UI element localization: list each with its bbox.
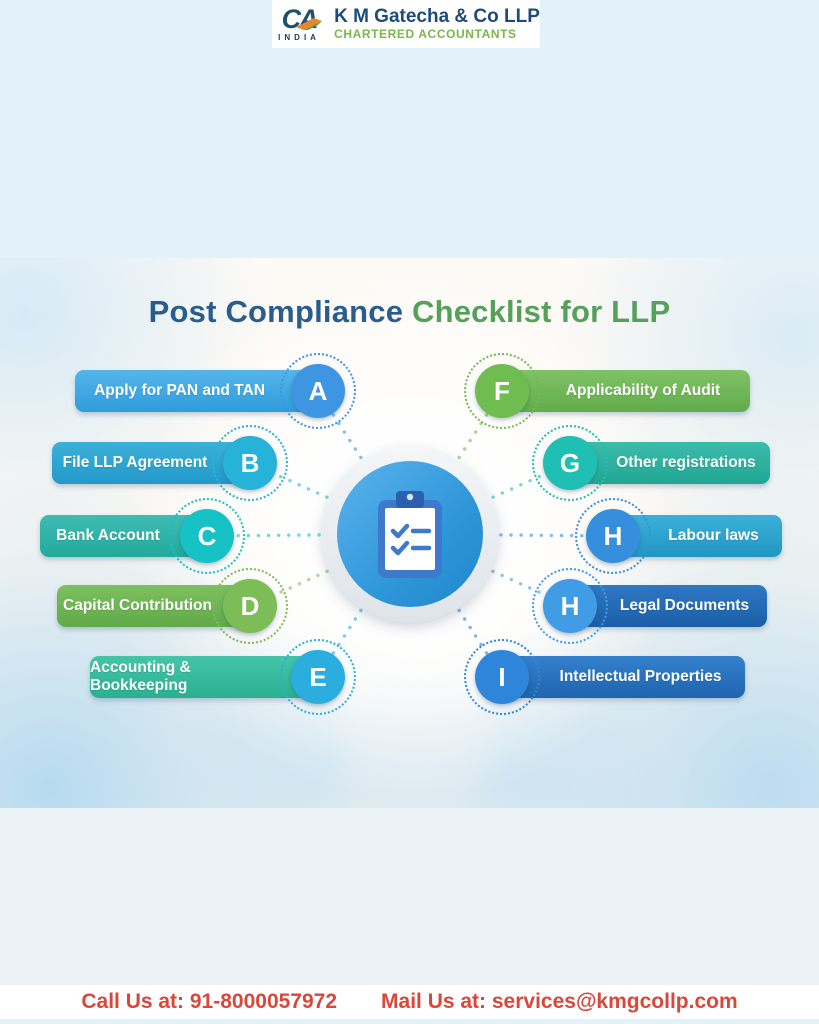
ca-arrow-icon bbox=[296, 18, 323, 30]
ca-india-logo: CA INDIA bbox=[272, 6, 326, 42]
title-part1: Post Compliance bbox=[148, 294, 412, 329]
item-label: Other registrations bbox=[616, 454, 756, 471]
item-badge: B bbox=[223, 436, 277, 490]
dotted-ring bbox=[464, 353, 540, 429]
item-badge: C bbox=[180, 509, 234, 563]
title-part2: Checklist for LLP bbox=[411, 294, 671, 329]
email-contact: Mail Us at: services@kmgcollp.com bbox=[381, 990, 738, 1013]
company-logo: CA INDIA K M Gatecha & Co LLP CHARTERED … bbox=[272, 0, 540, 48]
company-tagline: CHARTERED ACCOUNTANTS bbox=[334, 26, 517, 41]
item-label: Accounting & Bookkeeping bbox=[90, 659, 191, 694]
contact-bar: Call Us at: 91-8000057972 Mail Us at: se… bbox=[0, 985, 819, 1019]
item-label: Legal Documents bbox=[619, 597, 750, 614]
dotted-ring bbox=[575, 498, 651, 574]
item-badge: H bbox=[543, 579, 597, 633]
dotted-ring bbox=[169, 498, 245, 574]
ca-logo-country: INDIA bbox=[278, 33, 320, 42]
item-label: Capital Contribution bbox=[63, 597, 212, 614]
company-name: K M Gatecha & Co LLP bbox=[334, 5, 540, 27]
item-label: Intellectual Properties bbox=[559, 668, 722, 685]
dotted-ring bbox=[212, 425, 288, 501]
page-title: Post Compliance Checklist for LLP bbox=[0, 294, 819, 330]
item-badge: D bbox=[223, 579, 277, 633]
item-badge: F bbox=[475, 364, 529, 418]
dotted-ring bbox=[280, 639, 356, 715]
item-label: Apply for PAN and TAN bbox=[94, 382, 265, 399]
item-badge: A bbox=[291, 364, 345, 418]
dotted-ring bbox=[532, 568, 608, 644]
item-label: Applicability of Audit bbox=[565, 382, 721, 399]
item-badge: G bbox=[543, 436, 597, 490]
dotted-ring bbox=[280, 353, 356, 429]
dotted-ring bbox=[532, 425, 608, 501]
dotted-ring bbox=[464, 639, 540, 715]
infographic-band: Post Compliance Checklist for LLP Apply … bbox=[0, 258, 819, 808]
center-hub bbox=[322, 446, 498, 622]
item-badge: I bbox=[475, 650, 529, 704]
item-pill: Accounting & Bookkeeping bbox=[90, 656, 330, 698]
phone-contact: Call Us at: 91-8000057972 bbox=[81, 990, 338, 1013]
center-hub-circle bbox=[337, 461, 483, 607]
item-badge: H bbox=[586, 509, 640, 563]
clipboard-checklist-icon bbox=[378, 491, 442, 578]
lower-background-strip bbox=[0, 808, 819, 985]
item-label: Labour laws bbox=[668, 527, 759, 544]
item-badge: E bbox=[291, 650, 345, 704]
item-label: Bank Account bbox=[56, 527, 160, 544]
dotted-ring bbox=[212, 568, 288, 644]
item-label: File LLP Agreement bbox=[62, 454, 208, 471]
